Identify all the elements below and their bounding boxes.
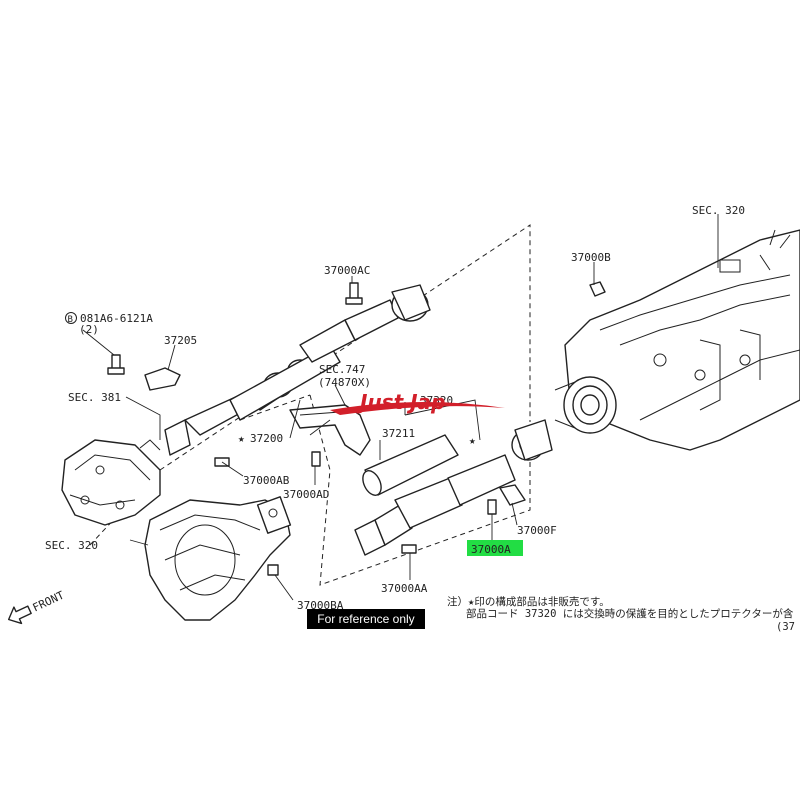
bolt-37000A bbox=[487, 499, 497, 515]
label-front: FRONT bbox=[31, 588, 67, 614]
label-37211: 37211 bbox=[382, 427, 415, 440]
label-37000AA: 37000AA bbox=[381, 582, 428, 595]
bolt-081A6-6121A bbox=[107, 354, 125, 375]
star-icon: ★ bbox=[238, 432, 245, 445]
label-sec747: SEC.747 bbox=[319, 363, 365, 376]
label-37200: 37200 bbox=[250, 432, 283, 445]
bolt-37000AC bbox=[345, 282, 363, 305]
note-line-2: 部品コード 37320 には交換時の保護を目的としたプロテクターが含 bbox=[466, 607, 794, 620]
label-37205: 37205 bbox=[164, 334, 197, 347]
transmission-assembly bbox=[564, 229, 800, 451]
note-page-ref: (37 bbox=[776, 621, 795, 633]
footnote: 注）★印の構成部品は非販売です。 部品コード 37320 には交換時の保護を目的… bbox=[447, 595, 795, 633]
label-sec320-top: SEC. 320 bbox=[692, 204, 745, 217]
label-37000F: 37000F bbox=[517, 524, 557, 537]
transmission-flange bbox=[554, 376, 617, 434]
label-37000B: 37000B bbox=[571, 251, 611, 264]
watermark-text: Just Jap bbox=[356, 390, 445, 414]
nut-37000BA bbox=[267, 564, 279, 576]
label-37000BA: 37000BA bbox=[297, 599, 344, 612]
circled-b-icon: B bbox=[65, 312, 77, 325]
label-37000A: 37000A bbox=[471, 543, 511, 556]
rear-propeller-shaft bbox=[354, 419, 553, 556]
star-icon: ★ bbox=[469, 434, 476, 447]
label-37000AB: 37000AB bbox=[243, 474, 290, 487]
front-propeller-shaft bbox=[164, 284, 431, 456]
nut-37000B bbox=[589, 281, 606, 297]
differential-assembly bbox=[61, 439, 161, 526]
protector-37211 bbox=[362, 434, 459, 496]
reference-caption: For reference only bbox=[307, 609, 425, 629]
front-direction-arrow: FRONT bbox=[7, 588, 67, 625]
bolt-37000AD bbox=[311, 451, 321, 467]
label-081A6-6121A: 081A6-6121A bbox=[80, 312, 153, 325]
label-74870X: (74870X) bbox=[318, 376, 371, 389]
svg-text:B: B bbox=[68, 315, 73, 325]
label-37000AD: 37000AD bbox=[283, 488, 329, 501]
bracket-37205 bbox=[144, 367, 181, 391]
bolt-37000AA bbox=[401, 544, 417, 554]
highlight-37000A bbox=[467, 540, 523, 556]
clip-37000F bbox=[499, 484, 526, 506]
label-sec381: SEC. 381 bbox=[68, 391, 121, 404]
label-37000AC: 37000AC bbox=[324, 264, 370, 277]
leader-lines bbox=[82, 214, 719, 601]
note-line-1: 注）★印の構成部品は非販売です。 bbox=[447, 595, 610, 608]
label-bolt-qty: (2) bbox=[79, 323, 99, 336]
label-sec320-bottom: SEC. 320 bbox=[45, 539, 98, 552]
watermark-logo: Just Jap bbox=[330, 390, 505, 415]
clutch-bell-housing bbox=[144, 496, 292, 621]
